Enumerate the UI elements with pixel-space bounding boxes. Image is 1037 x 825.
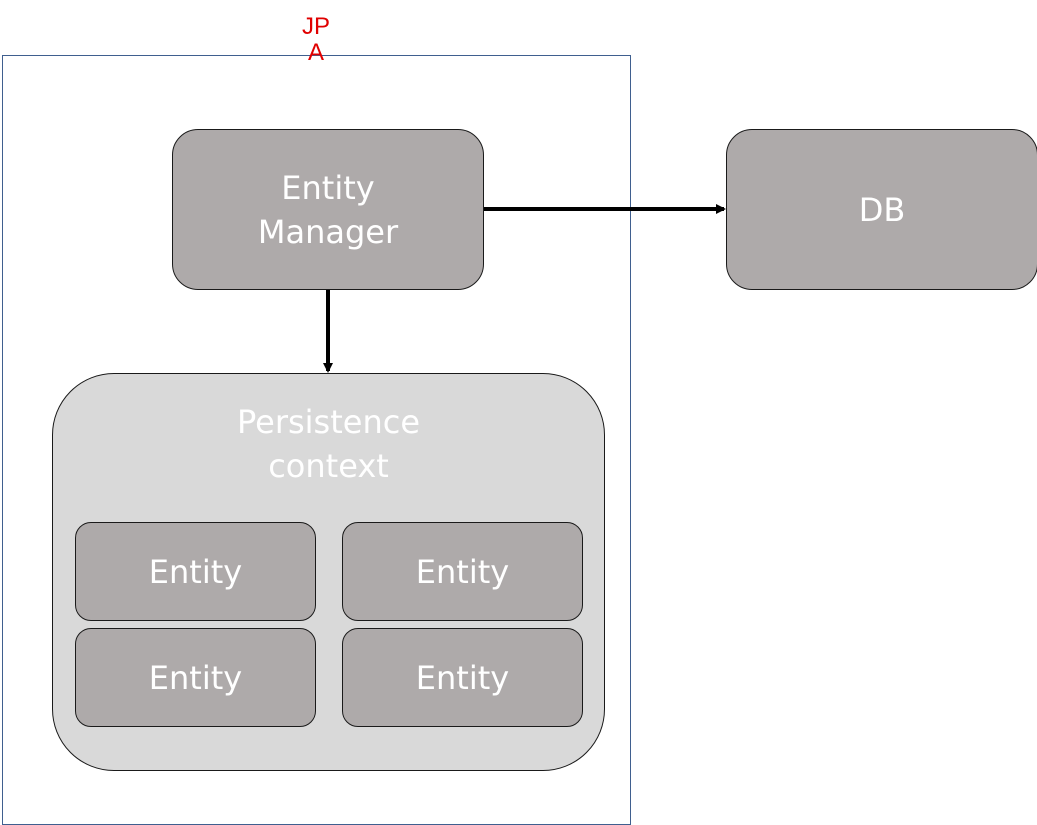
- jpa-label: JPA: [301, 13, 330, 66]
- entity-label: Entity: [415, 658, 510, 697]
- db-label: DB: [858, 190, 906, 229]
- entity-manager-label-line2: Manager: [257, 212, 399, 251]
- persistence-context-label-line1: Persistence: [236, 403, 421, 441]
- entity-node: Entity: [75, 522, 316, 621]
- entity-label: Entity: [148, 552, 243, 591]
- entity-label: Entity: [415, 552, 510, 591]
- entity-node: Entity: [342, 522, 583, 621]
- entity-manager-node: Entity Manager: [172, 129, 484, 290]
- entity-manager-label-line1: Entity: [281, 168, 375, 207]
- entity-node: Entity: [75, 628, 316, 727]
- db-node: DB: [726, 129, 1037, 290]
- persistence-context-label: Persistence context: [52, 400, 605, 488]
- entity-node: Entity: [342, 628, 583, 727]
- entity-label: Entity: [148, 658, 243, 697]
- persistence-context-label-line2: context: [268, 447, 389, 485]
